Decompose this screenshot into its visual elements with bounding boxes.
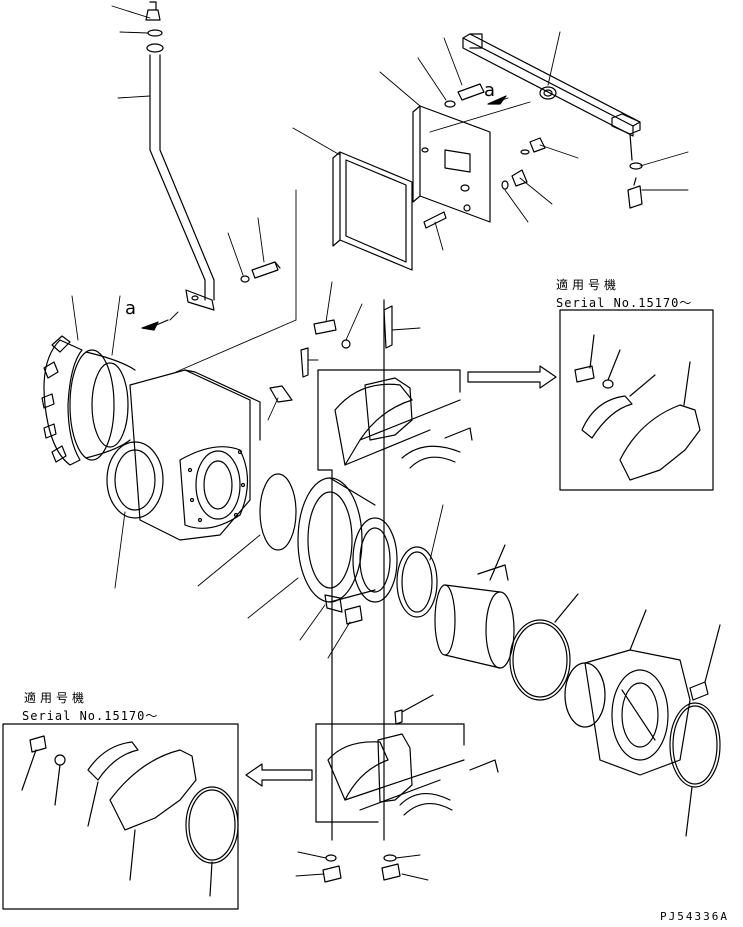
detail-arrow-left <box>245 763 313 787</box>
applicable-machine-label-left: 適用号機 <box>24 691 89 705</box>
upper-bolts <box>269 305 393 403</box>
o-ring-right <box>669 702 721 837</box>
oil-pipe-assembly <box>145 1 281 311</box>
cover-plate <box>412 83 546 229</box>
leader-lines-housing <box>71 295 297 589</box>
detail-arrow-right <box>467 365 557 389</box>
direction-arrow-lower <box>141 319 169 331</box>
sleeve <box>434 544 515 669</box>
lower-bearing-cap-frame <box>315 299 499 841</box>
right-detail-box <box>559 309 714 491</box>
callout-a-upper: a <box>484 80 496 101</box>
support-bracket <box>462 33 643 209</box>
lower-nuts-washers <box>322 854 401 883</box>
cover-gasket <box>332 151 413 271</box>
upper-bearing-cap-frame <box>317 369 473 471</box>
sprocket-gear <box>41 335 136 466</box>
leader-lines-topleft <box>111 5 265 276</box>
direction-arrow-upper <box>487 95 507 105</box>
leader-lines-upper-center <box>267 281 421 421</box>
leader-lines-topright <box>292 31 689 321</box>
hub-assembly <box>259 473 438 625</box>
applicable-machine-label-right: 適用号機 <box>556 278 621 292</box>
final-drive-housing <box>106 369 261 541</box>
leader-lines-hub <box>197 504 444 659</box>
drawing-code: PJ54336A <box>660 910 729 923</box>
left-detail-box <box>2 723 239 910</box>
serial-number-label-right: Serial No.15170～ <box>556 296 693 310</box>
serial-number-label-left: Serial No.15170～ <box>22 709 159 723</box>
carrier-hub <box>564 609 721 776</box>
o-ring-large <box>509 593 579 701</box>
callout-a-lower: a <box>125 298 137 319</box>
leader-lines-lower-center <box>295 851 429 881</box>
